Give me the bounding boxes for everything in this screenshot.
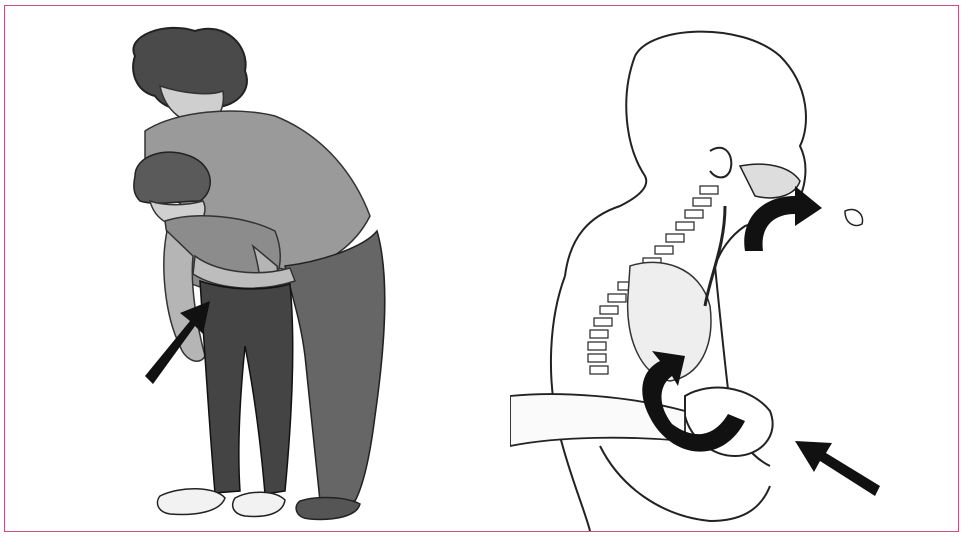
heimlich-standing-illustration (105, 16, 425, 531)
rescuer-child-drawing (105, 16, 425, 531)
rescuer-shoe (296, 498, 360, 520)
abdominal-thrust-arrow-icon (795, 441, 880, 496)
child-shoe-left (157, 489, 225, 515)
expelled-object (845, 209, 863, 225)
figure-frame (4, 5, 959, 532)
trachea (705, 206, 725, 306)
airway-drawing (510, 16, 885, 531)
airway-cross-section-illustration (510, 16, 885, 531)
head-outline (635, 32, 806, 266)
rescuer-lower-body (600, 446, 770, 521)
child-trousers (200, 281, 293, 494)
child-shoe-right (233, 492, 285, 516)
ear (710, 148, 731, 178)
rescuer-trousers (285, 231, 385, 501)
back-of-head (565, 56, 646, 276)
child-hair (134, 152, 210, 203)
mouth-region (740, 164, 800, 198)
